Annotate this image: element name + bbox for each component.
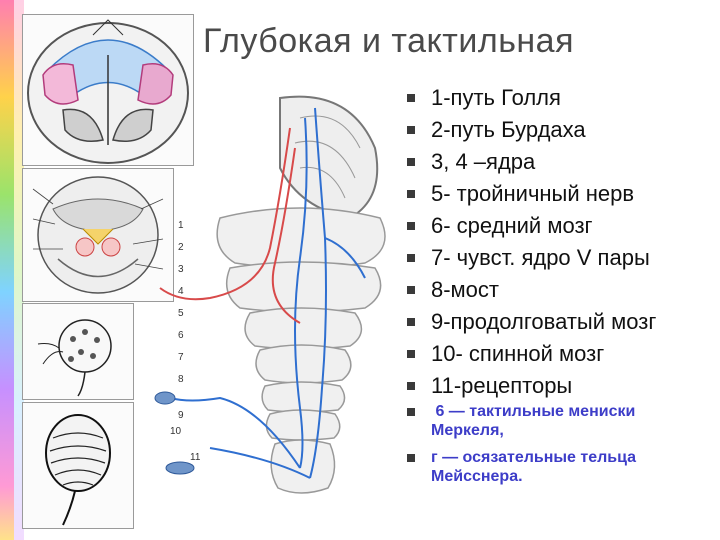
bullet-square (407, 318, 415, 326)
figure-number-11: 11 (190, 452, 201, 463)
list-item: 6- средний мозг (399, 210, 709, 242)
decorative-color-strip (0, 0, 14, 540)
list-item: 7- чувст. ядро V пары (399, 242, 709, 274)
list-item: 11-рецепторы (399, 370, 709, 402)
bullet-square (407, 222, 415, 230)
list-item: 9-продолговатый мозг (399, 306, 709, 338)
bullet-square (407, 254, 415, 262)
list-item: 3, 4 –ядра (399, 146, 709, 178)
figure-number-7: 7 (178, 352, 184, 363)
legend-list: 1-путь Голля 2-путь Бурдаха 3, 4 –ядра 5… (399, 82, 709, 402)
figure-number-9: 9 (178, 410, 184, 421)
figure-number-5: 5 (178, 308, 184, 319)
list-item: 10- спинной мозг (399, 338, 709, 370)
note-item: 6 — тактильные мениски Меркеля, (399, 402, 709, 440)
spinal-cord-section-image (22, 14, 194, 166)
bullet-square (407, 190, 415, 198)
slide-title: Глубокая и тактильная (203, 22, 575, 60)
tactile-pathway-diagram: 1 2 3 4 5 6 7 8 9 10 11 (150, 88, 400, 528)
bullet-square (407, 158, 415, 166)
note-item: г — осязательные тельца Мейсснера. (399, 448, 709, 486)
decorative-color-strip-inner (14, 0, 24, 540)
meissner-corpuscle-image (22, 402, 134, 529)
list-item: 5- тройничный нерв (399, 178, 709, 210)
figure-number-1: 1 (178, 220, 184, 231)
figure-number-10: 10 (170, 426, 182, 437)
bullet-square (407, 94, 415, 102)
bullet-square (407, 382, 415, 390)
list-item: 2-путь Бурдаха (399, 114, 709, 146)
bullet-square (407, 350, 415, 358)
figure-number-6: 6 (178, 330, 184, 341)
bullet-square (407, 126, 415, 134)
merkel-discs-image (22, 303, 134, 400)
bullet-square (407, 454, 415, 462)
list-item: 8-мост (399, 274, 709, 306)
list-item: 1-путь Голля (399, 82, 709, 114)
figure-number-4: 4 (178, 286, 184, 297)
bullet-square (407, 408, 415, 416)
brain-section-image (22, 168, 174, 302)
bullet-square (407, 286, 415, 294)
figure-number-2: 2 (178, 242, 184, 253)
figure-number-3: 3 (178, 264, 184, 275)
figure-number-8: 8 (178, 374, 184, 385)
notes-list: 6 — тактильные мениски Меркеля, г — осяз… (399, 402, 709, 494)
